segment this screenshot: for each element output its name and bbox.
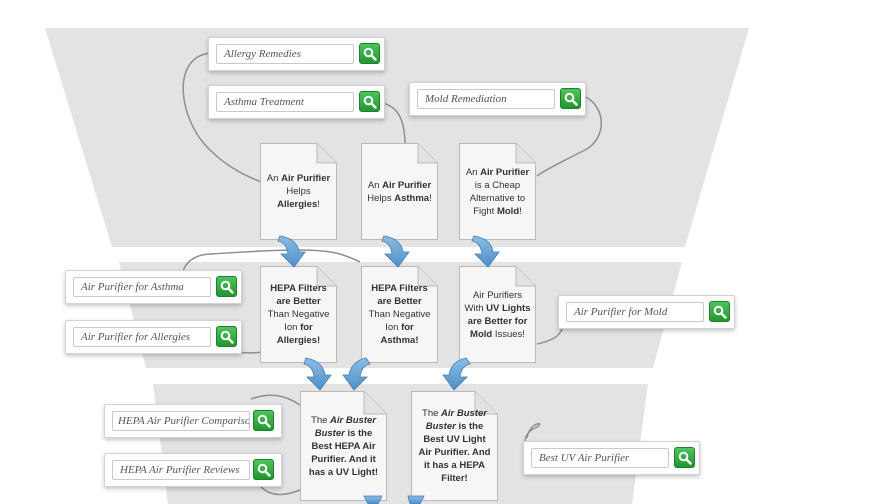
magnifier-icon [678,451,692,465]
search-hepa-comparisons: HEPA Air Purifier Comparisons [104,404,282,438]
search-button[interactable] [674,447,695,468]
magnifier-icon [257,463,271,477]
magnifier-icon [363,95,377,109]
search-input[interactable]: Asthma Treatment [216,92,354,112]
magnifier-icon [564,92,578,106]
doc-text: An Air Purifier Helps Allergies! [266,173,331,210]
search-button[interactable] [359,43,380,64]
search-asthma-treatment: Asthma Treatment [208,85,385,119]
search-hepa-reviews: HEPA Air Purifier Reviews [104,453,282,487]
doc-text: An Air Purifier Helps Asthma! [367,179,432,204]
search-purifier-mold: Air Purifier for Mold [558,295,735,329]
search-input[interactable]: Air Purifier for Mold [566,302,704,322]
search-input[interactable]: HEPA Air Purifier Comparisons [112,411,250,431]
doc-text: The Air Buster Buster is the Best UV Lig… [418,408,491,484]
search-best-uv: Best UV Air Purifier [523,441,700,475]
doc-card: Air Purifiers With UV Lights are Better … [459,266,536,363]
doc-card: The Air Buster Buster is the Best HEPA A… [300,391,387,501]
magnifier-icon [220,280,234,294]
doc-card: An Air Purifier Helps Allergies! [260,143,337,240]
doc-text: Air Purifiers With UV Lights are Better … [464,289,531,340]
search-input[interactable]: Mold Remediation [417,89,555,109]
doc-card: HEPA Filters are Better Than Negative Io… [361,266,438,363]
search-button[interactable] [560,88,581,109]
search-button[interactable] [216,326,237,347]
search-mold-remediation: Mold Remediation [409,82,586,116]
search-input[interactable]: Allergy Remedies [216,44,354,64]
doc-card: An Air Purifier is a Cheap Alternative t… [459,143,536,240]
search-button[interactable] [359,91,380,112]
magnifier-icon [363,47,377,61]
doc-card: An Air Purifier Helps Asthma! [361,143,438,240]
document-icon [260,143,337,240]
search-button[interactable] [253,410,274,431]
magnifier-icon [713,305,727,319]
search-button[interactable] [253,459,274,480]
doc-card: The Air Buster Buster is the Best UV Lig… [411,391,498,501]
search-allergy-remedies: Allergy Remedies [208,37,385,71]
search-purifier-allergies: Air Purifier for Allergies [65,320,242,354]
doc-text: HEPA Filters are Better Than Negative Io… [267,283,330,346]
document-icon [260,266,337,363]
search-purifier-asthma: Air Purifier for Asthma [65,270,242,304]
search-input[interactable]: Best UV Air Purifier [531,448,669,468]
doc-text: The Air Buster Buster is the Best HEPA A… [308,414,379,478]
search-input[interactable]: HEPA Air Purifier Reviews [112,460,250,480]
magnifier-icon [257,414,271,428]
search-input[interactable]: Air Purifier for Asthma [73,277,211,297]
document-icon [459,266,536,363]
search-button[interactable] [709,301,730,322]
search-button[interactable] [216,276,237,297]
document-icon [361,143,438,240]
search-input[interactable]: Air Purifier for Allergies [73,327,211,347]
magnifier-icon [220,330,234,344]
doc-text: An Air Purifier is a Cheap Alternative t… [465,166,530,217]
document-icon [411,391,498,501]
doc-text: HEPA Filters are Better Than Negative Io… [368,283,431,346]
document-icon [300,391,387,501]
document-icon [459,143,536,240]
doc-card: HEPA Filters are Better Than Negative Io… [260,266,337,363]
